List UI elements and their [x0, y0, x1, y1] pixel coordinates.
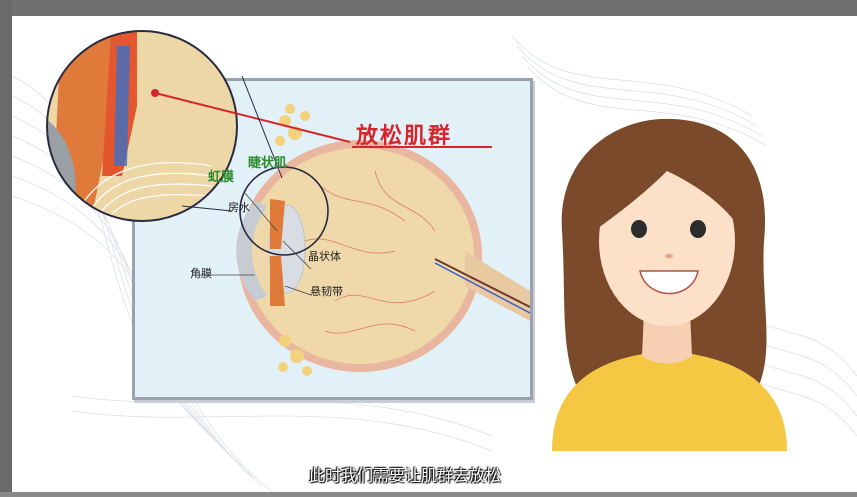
label-suspensory-ligament: 悬韧带	[310, 283, 343, 299]
video-subtitle: 此时我们需要让肌群去放松	[309, 462, 501, 486]
label-lens: 晶状体	[308, 248, 341, 264]
label-aqueous-humor: 房水	[228, 199, 250, 215]
window-bottom-border	[0, 492, 857, 497]
presenter-avatar	[532, 111, 802, 451]
window-left-border	[0, 0, 12, 497]
label-cornea: 角膜	[190, 265, 212, 281]
zoom-connector-lines	[172, 66, 292, 216]
label-iris: 虹膜	[208, 166, 234, 185]
label-ciliary-muscle: 睫状肌	[248, 152, 287, 171]
title-underline	[352, 144, 492, 150]
window-top-border	[0, 0, 857, 16]
video-frame: 放松肌群 睫状肌 虹膜 房水 角膜 晶状体 悬韧带 此时我们需要让肌群去放松	[12, 16, 857, 492]
